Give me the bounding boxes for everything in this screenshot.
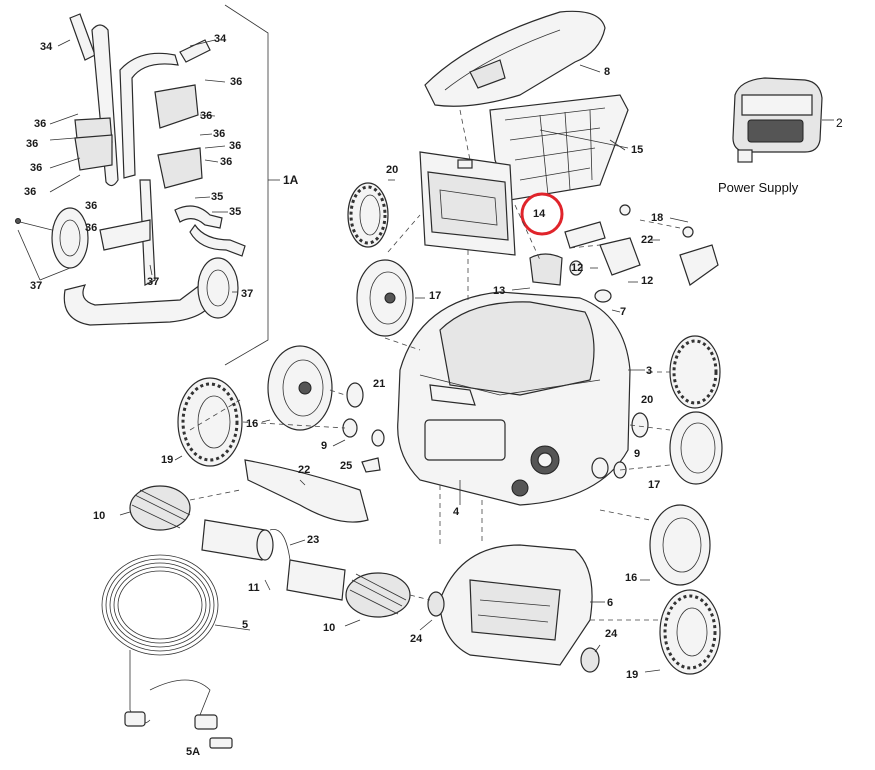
callout-14: 14 bbox=[533, 208, 546, 220]
gear-24-right bbox=[580, 647, 600, 673]
callout-18: 18 bbox=[651, 212, 664, 224]
callout-36: 36 bbox=[24, 186, 37, 198]
gear-24-left bbox=[427, 591, 445, 617]
callout-34: 34 bbox=[214, 33, 227, 45]
callout-21: 21 bbox=[373, 378, 386, 390]
callout-36: 36 bbox=[85, 200, 98, 212]
callout-12: 12 bbox=[571, 262, 584, 274]
axle-parts-right bbox=[591, 412, 649, 479]
tube-35b bbox=[189, 223, 246, 257]
callout-6: 6 bbox=[607, 597, 614, 609]
callout-36: 36 bbox=[230, 76, 243, 88]
bottom-plate bbox=[439, 544, 605, 666]
handle-grip-34b bbox=[179, 39, 211, 63]
callout-9: 9 bbox=[321, 440, 328, 452]
explode-lines bbox=[189, 109, 681, 621]
callout-36: 36 bbox=[229, 140, 242, 152]
callout-24: 24 bbox=[410, 633, 423, 645]
callout-36: 36 bbox=[26, 138, 39, 150]
link-23 bbox=[269, 528, 291, 561]
callout-12: 12 bbox=[641, 275, 654, 287]
callout-8: 8 bbox=[604, 66, 611, 78]
callout-19: 19 bbox=[626, 669, 639, 681]
brush-10-right bbox=[345, 572, 411, 618]
caddy-wheel-right bbox=[197, 257, 239, 319]
wheel-20-top bbox=[347, 182, 389, 248]
callout-2: 2 bbox=[836, 116, 843, 130]
callout-4: 4 bbox=[453, 506, 460, 518]
roller-11-upper bbox=[201, 519, 274, 561]
tube-35a bbox=[174, 205, 223, 229]
callout-19: 19 bbox=[161, 454, 174, 466]
caddy-wheel-left bbox=[51, 207, 89, 269]
callout-16: 16 bbox=[246, 418, 259, 430]
callout-20: 20 bbox=[386, 164, 399, 176]
wheel-17-top bbox=[356, 259, 414, 337]
callout-20: 20 bbox=[641, 394, 654, 406]
callout-9: 9 bbox=[634, 448, 641, 460]
small-parts-left bbox=[244, 382, 385, 523]
clamp-lower bbox=[157, 147, 203, 189]
callout-34: 34 bbox=[40, 41, 53, 53]
callout-35: 35 bbox=[211, 191, 224, 203]
callout-7: 7 bbox=[620, 306, 627, 318]
callout-25: 25 bbox=[340, 460, 353, 472]
callout-35: 35 bbox=[229, 206, 242, 218]
callout-13: 13 bbox=[493, 285, 506, 297]
callout-3: 3 bbox=[646, 365, 653, 377]
callout-23: 23 bbox=[307, 534, 320, 546]
power-supply-caption: Power Supply bbox=[718, 180, 799, 195]
callout-37: 37 bbox=[147, 276, 160, 288]
callout-16: 16 bbox=[625, 572, 638, 584]
callout-17: 17 bbox=[648, 479, 661, 491]
filter-canister bbox=[419, 151, 516, 256]
leader-lines bbox=[119, 129, 689, 673]
callout-36: 36 bbox=[85, 222, 98, 234]
power-cable bbox=[101, 554, 233, 749]
brush-10-left bbox=[129, 485, 191, 531]
callout-5: 5 bbox=[242, 619, 249, 631]
handle-right bbox=[119, 52, 179, 179]
wheel-19-right bbox=[659, 589, 721, 675]
callout-5a: 5A bbox=[186, 746, 201, 758]
roller-11-lower bbox=[286, 559, 346, 601]
callout-36: 36 bbox=[30, 162, 43, 174]
wheel-16-left bbox=[267, 345, 333, 431]
callout-1a: 1A bbox=[283, 173, 299, 187]
clamp-upper bbox=[154, 84, 199, 129]
callout-10: 10 bbox=[323, 622, 336, 634]
callout-11: 11 bbox=[248, 582, 260, 594]
callout-22: 22 bbox=[298, 464, 311, 476]
small-parts-right bbox=[529, 204, 719, 303]
bracket-1a bbox=[224, 4, 269, 366]
callout-10: 10 bbox=[93, 510, 106, 522]
callout-36: 36 bbox=[200, 110, 213, 122]
top-cover bbox=[424, 10, 606, 107]
callout-37: 37 bbox=[241, 288, 254, 300]
callout-24: 24 bbox=[605, 628, 618, 640]
clamp-left-lower bbox=[74, 134, 113, 171]
caddy-assembly bbox=[15, 4, 280, 366]
callout-36: 36 bbox=[220, 156, 233, 168]
filter-basket bbox=[489, 94, 629, 201]
caddy-base bbox=[63, 284, 216, 326]
power-supply-unit bbox=[732, 77, 834, 163]
callout-36: 36 bbox=[34, 118, 47, 130]
callout-22: 22 bbox=[641, 234, 654, 246]
highlight-circle bbox=[520, 192, 564, 236]
callout-15: 15 bbox=[631, 144, 644, 156]
callout-17: 17 bbox=[429, 290, 442, 302]
wheel-17-right bbox=[669, 411, 723, 485]
callout-37: 37 bbox=[30, 280, 43, 292]
main-body bbox=[397, 291, 645, 506]
wheel-16-right bbox=[649, 504, 711, 586]
wheel-19-left bbox=[177, 377, 243, 467]
wheel-20-right bbox=[669, 335, 721, 409]
handle-grip-34 bbox=[69, 13, 96, 61]
callout-36: 36 bbox=[213, 128, 226, 140]
